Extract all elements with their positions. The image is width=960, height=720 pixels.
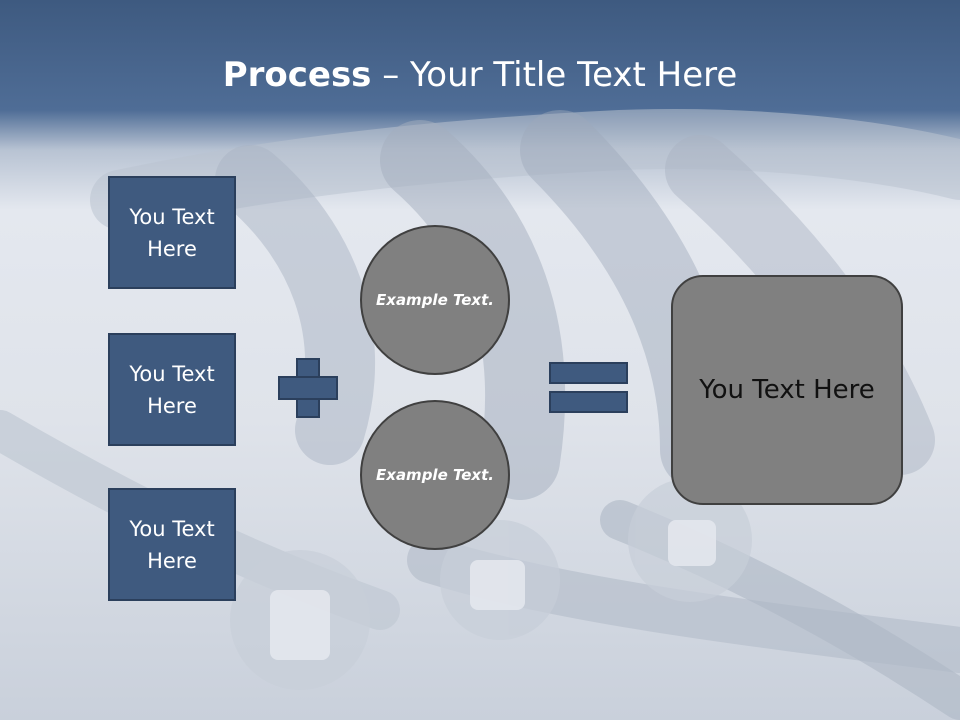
title-rest: – Your Title Text Here bbox=[371, 55, 738, 95]
input-box-label: You Text Here bbox=[129, 204, 215, 261]
input-box-1[interactable]: You Text Here bbox=[108, 176, 236, 289]
equals-icon-top-bar bbox=[549, 362, 628, 384]
operand-circle-1[interactable]: Example Text. bbox=[360, 225, 510, 375]
input-box-label: You Text Here bbox=[129, 361, 215, 418]
plus-icon-center bbox=[298, 378, 318, 398]
equals-icon-bottom-bar bbox=[549, 391, 628, 413]
slide-title: Process – Your Title Text Here bbox=[0, 52, 960, 98]
result-label: You Text Here bbox=[699, 375, 875, 405]
input-box-2[interactable]: You Text Here bbox=[108, 333, 236, 446]
input-box-3[interactable]: You Text Here bbox=[108, 488, 236, 601]
title-bold: Process bbox=[222, 55, 372, 95]
result-box[interactable]: You Text Here bbox=[671, 275, 903, 505]
operand-circle-2[interactable]: Example Text. bbox=[360, 400, 510, 550]
operand-label: Example Text. bbox=[376, 465, 494, 484]
input-box-label: You Text Here bbox=[129, 516, 215, 573]
operand-label: Example Text. bbox=[376, 290, 494, 309]
